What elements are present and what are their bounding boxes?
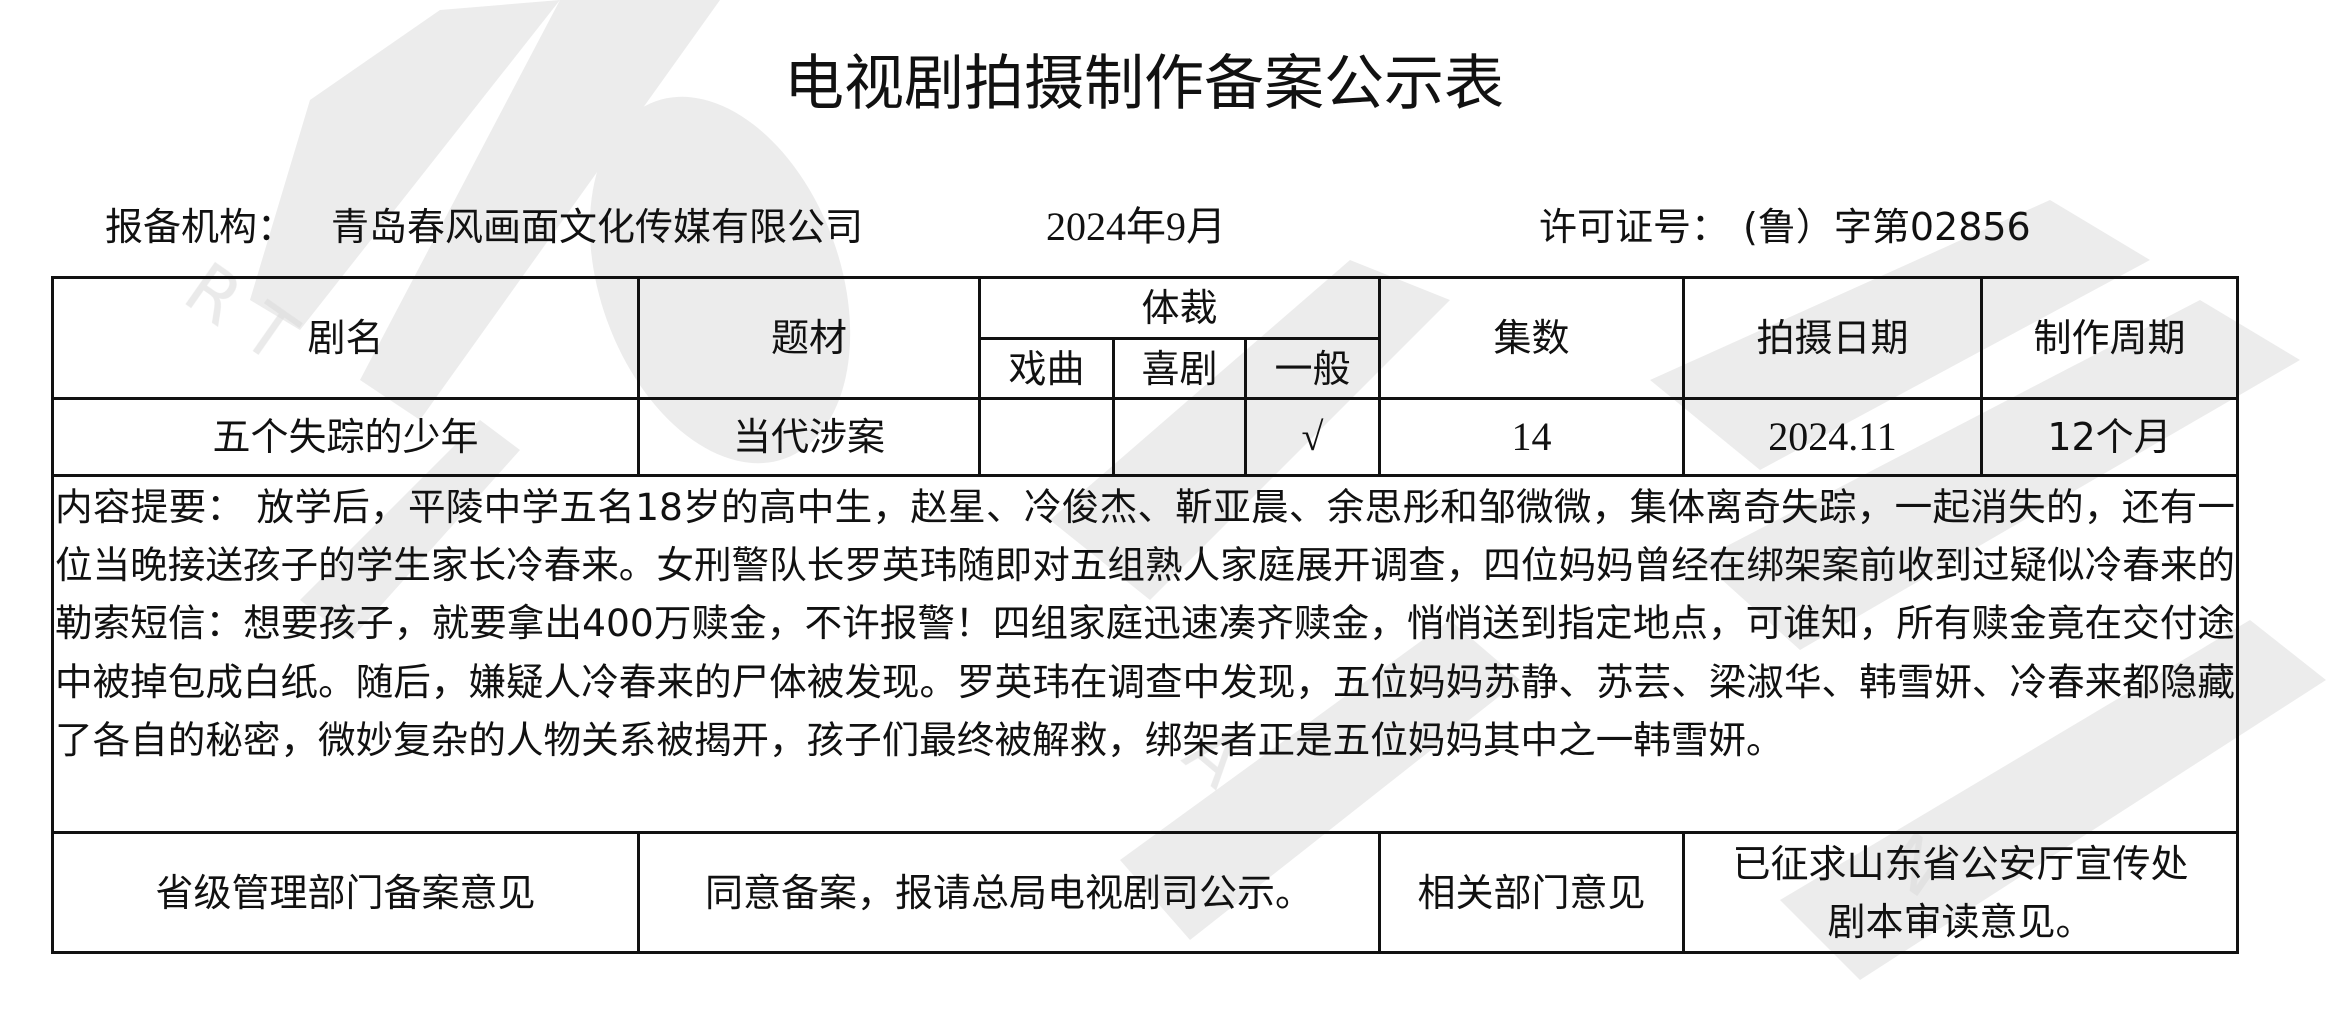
header-cycle: 制作周期	[2033, 316, 2186, 360]
row-divider	[51, 474, 2239, 477]
cell-episodes: 14	[1511, 414, 1552, 459]
related-opinion-line2: 剧本审读意见。	[1827, 899, 2094, 944]
cell-genre-comedy	[1115, 400, 1244, 474]
header-subject: 题材	[770, 316, 847, 360]
summary-label: 内容提要：	[55, 485, 245, 529]
checkmark-icon: √	[1301, 414, 1324, 459]
table-border-right	[2236, 276, 2239, 954]
table-border-bottom	[51, 951, 2239, 954]
header-genre-general: 一般	[1274, 346, 1351, 391]
cell-shoot-date: 2024.11	[1768, 414, 1897, 459]
header-genre: 体裁	[1141, 286, 1218, 330]
provincial-opinion-label: 省级管理部门备案意见	[155, 870, 536, 915]
col-divider	[978, 276, 981, 476]
cell-subject: 当代涉案	[732, 415, 885, 459]
table-border-left	[51, 276, 54, 954]
provincial-opinion-value: 同意备案，报请总局电视剧司公示。	[704, 870, 1313, 915]
col-divider	[1682, 831, 1685, 953]
filing-date: 2024年9月	[1046, 204, 1226, 249]
cell-cycle: 12个月	[2047, 415, 2172, 459]
header-genre-opera: 戏曲	[1008, 346, 1085, 391]
related-opinion-line1: 已征求山东省公安厅宣传处	[1732, 841, 2189, 886]
col-divider	[637, 831, 640, 953]
header-genre-comedy: 喜剧	[1141, 346, 1218, 391]
cell-genre-opera	[981, 400, 1112, 474]
related-opinion-value: 已征求山东省公安厅宣传处 剧本审读意见。	[1685, 834, 2236, 951]
header-episodes: 集数	[1493, 316, 1570, 360]
summary-text: 放学后，平陵中学五名18岁的高中生，赵星、冷俊杰、靳亚晨、余思彤和邹微微，集体离…	[55, 485, 2236, 762]
header-shoot-date: 拍摄日期	[1756, 316, 1909, 360]
related-opinion-label: 相关部门意见	[1417, 870, 1646, 915]
content-summary: 内容提要： 放学后，平陵中学五名18岁的高中生，赵星、冷俊杰、靳亚晨、余思彤和邹…	[55, 478, 2235, 830]
header-name: 剧名	[307, 316, 384, 360]
page-title: 电视剧拍摄制作备案公示表	[784, 49, 1504, 119]
cell-drama-name: 五个失踪的少年	[212, 415, 479, 459]
